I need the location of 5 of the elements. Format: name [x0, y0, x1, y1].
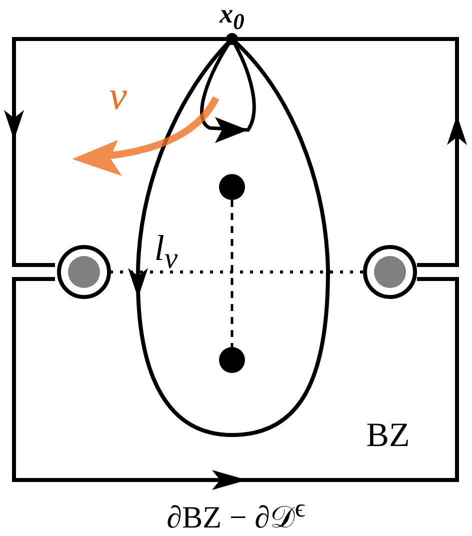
point-label: x$_{0}$ [220, 0, 244, 34]
boundary-label: ∂BZ − ∂𝒟$^{ϵ}$ [166, 495, 306, 533]
region-label: BZ [366, 419, 410, 453]
direction-label: ν [109, 76, 127, 116]
path-label: l$_{ν}$ [154, 230, 178, 274]
